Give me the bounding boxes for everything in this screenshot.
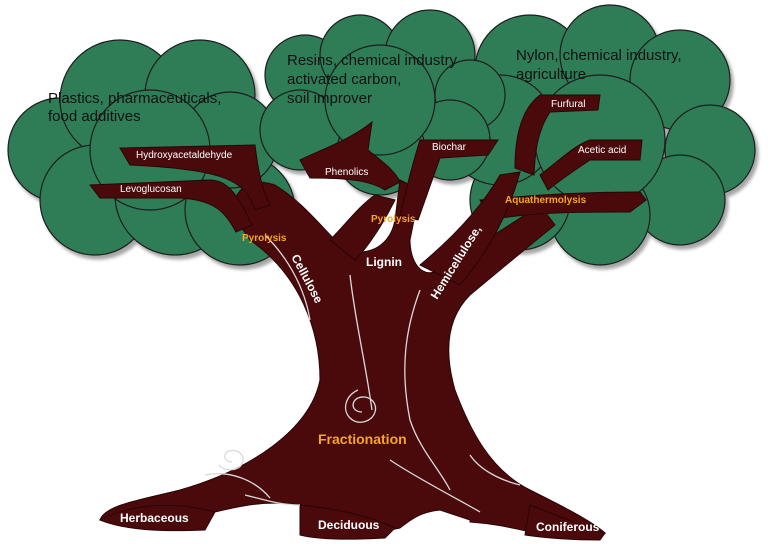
label-pyrolysis-middle: Pyrolysis — [371, 214, 416, 225]
label-herbaceous: Herbaceous — [120, 511, 189, 525]
canopy-cloud-right — [444, 4, 756, 266]
canopy-right-line-2: agriculture — [516, 66, 586, 83]
canopy-middle-line-2: activated carbon, — [287, 71, 401, 88]
canopy-right-line-1: Nylon, chemical industry, — [516, 47, 682, 64]
label-coniferous: Coniferous — [536, 520, 600, 534]
canopy-middle-line-1: Resins, chemical industry — [287, 52, 458, 69]
label-levoglucosan: Levoglucosan — [120, 184, 182, 195]
label-fractionation: Fractionation — [318, 431, 407, 447]
label-phenolics: Phenolics — [325, 167, 368, 178]
label-aquathermolysis: Aquathermolysis — [505, 195, 587, 206]
label-pyrolysis-left: Pyrolysis — [242, 233, 287, 244]
label-deciduous: Deciduous — [318, 518, 380, 532]
bark-lines — [204, 234, 521, 513]
label-lignin: Lignin — [366, 255, 402, 269]
bark-swirls — [218, 389, 377, 471]
canopy — [7, 4, 756, 266]
tree-trunk — [89, 94, 647, 541]
label-furfural: Furfural — [551, 99, 585, 110]
label-acetic-acid: Acetic acid — [578, 145, 626, 156]
label-biochar: Biochar — [432, 142, 467, 153]
canopy-left-line-1: Plastics, pharmaceuticals, — [48, 90, 221, 107]
canopy-middle-line-3: soil improver — [287, 90, 372, 107]
canopy-left-line-2: food additives — [48, 108, 141, 125]
label-hydroxyacetaldehyde: Hydroxyacetaldehyde — [136, 150, 233, 161]
